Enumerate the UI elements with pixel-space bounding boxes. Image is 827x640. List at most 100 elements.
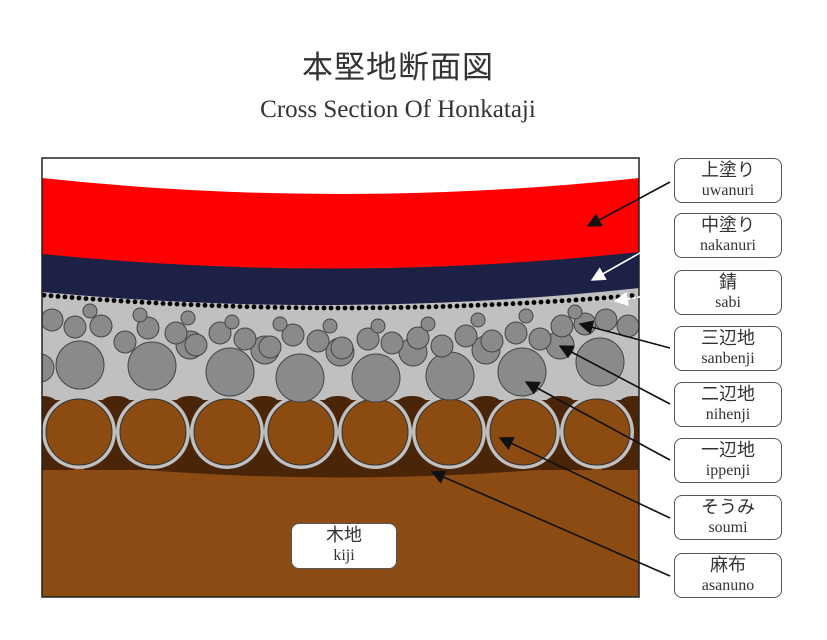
label-sanbenji: 三辺地 sanbenji (674, 326, 782, 371)
sanbenji-particle (272, 316, 288, 332)
sanbenji-particle (63, 315, 87, 339)
label-nakanuri-jp: 中塗り (701, 215, 755, 236)
diagram-frame (41, 157, 640, 598)
sabi-dot (580, 297, 586, 302)
sabi-dot (160, 301, 166, 306)
sabi-dot (377, 305, 383, 311)
sabi-dot (69, 295, 75, 300)
sanbenji-particle (528, 327, 552, 351)
sanbenji-particle (281, 323, 305, 347)
sabi-dot (545, 299, 551, 305)
label-asanuno-romaji: asanuno (701, 577, 755, 594)
sabi-dot (622, 293, 628, 299)
sabi-dot (559, 298, 565, 304)
sanbenji-particle (208, 321, 232, 345)
ippenji-particle (119, 398, 187, 466)
sabi-dot (461, 303, 467, 309)
sabi-dot (447, 303, 453, 309)
sabi-dot (482, 302, 488, 308)
label-sanbenji-jp: 三辺地 (701, 328, 755, 349)
label-soumi-romaji: soumi (708, 519, 748, 536)
arrow-nihenji (558, 345, 671, 405)
sanbenji-particle (42, 308, 64, 332)
sabi-dot (608, 294, 614, 300)
label-uwanuri-jp: 上塗り (701, 160, 755, 181)
sabi-dot (405, 304, 411, 310)
label-sanbenji-romaji: sanbenji (701, 350, 755, 367)
nihenji-particle (575, 337, 625, 387)
sabi-dot (209, 303, 215, 308)
sanbenji-particle (380, 331, 404, 355)
nihenji-particle (127, 341, 177, 391)
sabi-dot (48, 293, 54, 299)
label-nihenji-romaji: nihenji (705, 406, 751, 423)
label-kiji: 木地 kiji (291, 523, 397, 569)
sabi-dot (454, 303, 460, 309)
sabi-dot (356, 305, 362, 311)
sanbenji-particle (184, 333, 208, 357)
label-ippenji-jp: 一辺地 (701, 440, 755, 461)
sabi-dot (258, 304, 264, 310)
nihenji-particle (351, 353, 401, 403)
sabi-dot (510, 301, 516, 307)
sabi-dot (342, 305, 348, 311)
sabi-dot (111, 298, 117, 303)
nihenji-particle (425, 351, 475, 401)
sabi-dot (363, 305, 369, 311)
sabi-dot (104, 297, 110, 303)
sabi-dot (517, 300, 523, 306)
sabi-dot (181, 302, 187, 307)
sabi-dot (419, 304, 425, 310)
ippenji-particle (45, 398, 113, 466)
sabi-dot (272, 305, 278, 310)
sabi-dot (489, 302, 495, 308)
label-soumi: そうみ soumi (674, 495, 782, 540)
arrow-nakanuri (590, 235, 671, 281)
sabi-dot (97, 297, 103, 302)
sabi-dot (496, 301, 502, 307)
label-ippenji-romaji: ippenji (705, 462, 751, 479)
sabi-dot (223, 303, 229, 309)
sabi-dot (251, 304, 257, 310)
sabi-dot (174, 301, 180, 307)
sabi-dot (349, 305, 355, 311)
sanbenji-particle (258, 335, 282, 359)
sanbenji-particle (518, 308, 534, 324)
label-nihenji-jp: 二辺地 (701, 384, 755, 405)
sanbenji-particle (616, 314, 639, 338)
sabi-dot (76, 295, 82, 301)
uwanuri-layer (42, 178, 639, 269)
nihenji-particle (205, 347, 255, 397)
sanbenji-particle (224, 314, 240, 330)
label-asanuno-jp: 麻布 (710, 555, 746, 576)
arrow-asanuno (430, 470, 671, 577)
nihenji-particle (55, 340, 105, 390)
sanbenji-particle (113, 330, 137, 354)
ippenji-particle (193, 398, 261, 466)
sabi-dot (328, 305, 334, 311)
ippenji-particle (489, 398, 557, 466)
ippenji-particle (267, 398, 335, 466)
label-kiji-jp: 木地 (326, 525, 362, 546)
label-nakanuri: 中塗り nakanuri (674, 213, 782, 258)
sabi-dot (195, 302, 201, 308)
arrow-ippenji (524, 381, 671, 461)
sanbenji-particle (480, 329, 504, 353)
sabi-dot (321, 305, 327, 311)
sabi-dot (125, 299, 131, 304)
sanbenji-particle (132, 307, 148, 323)
label-nihenji: 二辺地 nihenji (674, 382, 782, 427)
ippenji-particle (341, 398, 409, 466)
sabi-dot (391, 305, 397, 310)
arrow-sabi (613, 291, 671, 307)
sabi-dot (398, 305, 404, 310)
sabi-dot (440, 304, 446, 309)
sabi-dot (279, 305, 285, 310)
label-nakanuri-romaji: nakanuri (700, 237, 756, 254)
sabi-dot (601, 295, 607, 301)
sabi-dot (552, 298, 558, 304)
sabi-dot (335, 305, 341, 311)
sanbenji-particle (82, 303, 98, 319)
sanbenji-particle (330, 336, 354, 360)
